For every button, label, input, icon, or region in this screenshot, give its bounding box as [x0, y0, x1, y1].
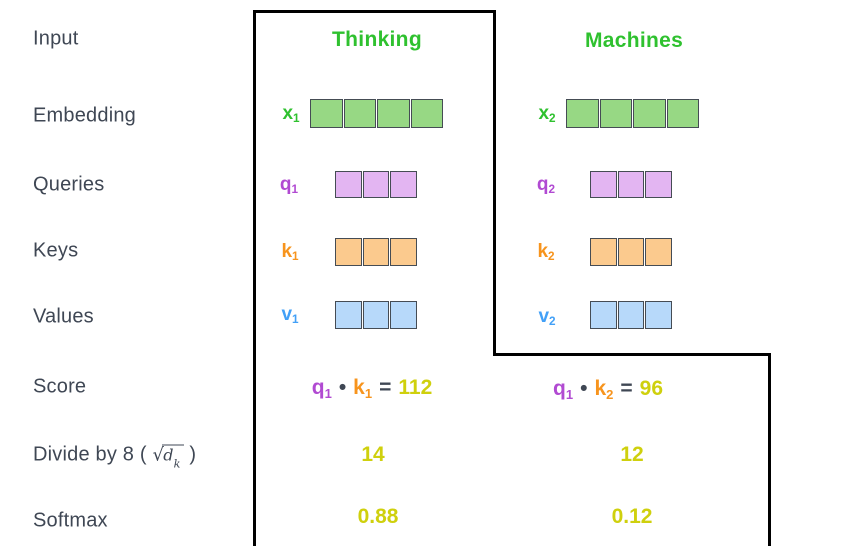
vector-cell — [666, 99, 699, 128]
value-label-v1: v1 — [281, 304, 299, 327]
score-q-term: q1 — [553, 377, 574, 402]
key-label-k2: k2 — [537, 241, 555, 264]
outline-step-edge — [493, 353, 771, 356]
word-header-machines: Machines — [584, 29, 684, 52]
vector-cell — [617, 171, 645, 198]
divided-score-machines: 12 — [620, 443, 644, 466]
embedding-label-x2: x2 — [538, 103, 556, 126]
row-label-keys: Keys — [33, 239, 79, 262]
vector-cell — [362, 238, 390, 266]
row-label-divide: Divide by 8 ( √dk ) — [33, 443, 197, 470]
vector-cell — [362, 301, 390, 329]
key-label-k1: k1 — [281, 241, 299, 264]
vector-cell — [590, 238, 617, 266]
embedding-vector-x2 — [566, 99, 699, 128]
vector-cell — [617, 301, 645, 329]
query-vector-q2 — [590, 171, 673, 198]
vector-cell — [362, 171, 390, 198]
vector-cell — [633, 99, 666, 128]
vector-cell — [390, 301, 418, 329]
outline-top-edge — [253, 10, 496, 13]
score-result: 96 — [639, 377, 663, 400]
value-label-v2: v2 — [538, 306, 556, 329]
vector-cell — [645, 301, 673, 329]
embedding-vector-x1 — [310, 99, 443, 128]
vector-cell — [310, 99, 343, 128]
equals-sign: = — [620, 377, 633, 400]
row-label-score: Score — [33, 375, 87, 398]
score-k-term: k2 — [594, 377, 614, 402]
divide-label-prefix: Divide by 8 ( — [33, 443, 153, 466]
vector-cell — [410, 99, 443, 128]
embedding-label-x1: x1 — [282, 103, 300, 126]
vector-cell — [645, 238, 673, 266]
vector-cell — [390, 171, 418, 198]
row-label-queries: Queries — [33, 173, 105, 196]
key-vector-k1 — [335, 238, 418, 266]
outline-left-edge — [253, 10, 256, 546]
vector-cell — [335, 171, 362, 198]
vector-cell — [617, 238, 645, 266]
score-result: 112 — [398, 376, 433, 399]
dot-product-icon: • — [338, 376, 347, 399]
outline-right-upper-edge — [493, 10, 496, 356]
word-header-thinking: Thinking — [332, 28, 422, 51]
score-equation-machines: q1 • k2 = 96 — [553, 377, 663, 401]
vector-cell — [390, 238, 418, 266]
query-label-q2: q2 — [536, 174, 556, 197]
row-label-embedding: Embedding — [33, 104, 136, 127]
row-label-values: Values — [33, 305, 94, 328]
divide-label-suffix: ) — [183, 443, 197, 466]
key-vector-k2 — [590, 238, 673, 266]
value-vector-v1 — [335, 301, 418, 329]
vector-cell — [335, 238, 362, 266]
vector-cell — [377, 99, 410, 128]
outline-right-lower-edge — [768, 353, 771, 546]
query-label-q1: q1 — [279, 174, 299, 197]
score-equation-thinking: q1 • k1 = 112 — [312, 376, 433, 400]
equals-sign: = — [379, 376, 392, 399]
query-vector-q1 — [335, 171, 418, 198]
vector-cell — [566, 99, 599, 128]
row-label-softmax: Softmax — [33, 509, 108, 532]
vector-cell — [590, 171, 617, 198]
divided-score-thinking: 14 — [361, 443, 385, 466]
softmax-value-thinking: 0.88 — [357, 505, 399, 528]
dot-product-icon: • — [580, 377, 588, 400]
square-root-symbol: √ — [152, 444, 165, 466]
vector-cell — [335, 301, 362, 329]
vector-cell — [343, 99, 376, 128]
score-q-term: q1 — [311, 376, 332, 401]
softmax-value-machines: 0.12 — [611, 505, 653, 528]
vector-cell — [645, 171, 673, 198]
value-vector-v2 — [590, 301, 673, 329]
score-k-term: k1 — [353, 376, 373, 401]
vector-cell — [599, 99, 632, 128]
row-label-input: Input — [33, 27, 79, 50]
divide-radicand: dk — [162, 444, 184, 470]
vector-cell — [590, 301, 617, 329]
